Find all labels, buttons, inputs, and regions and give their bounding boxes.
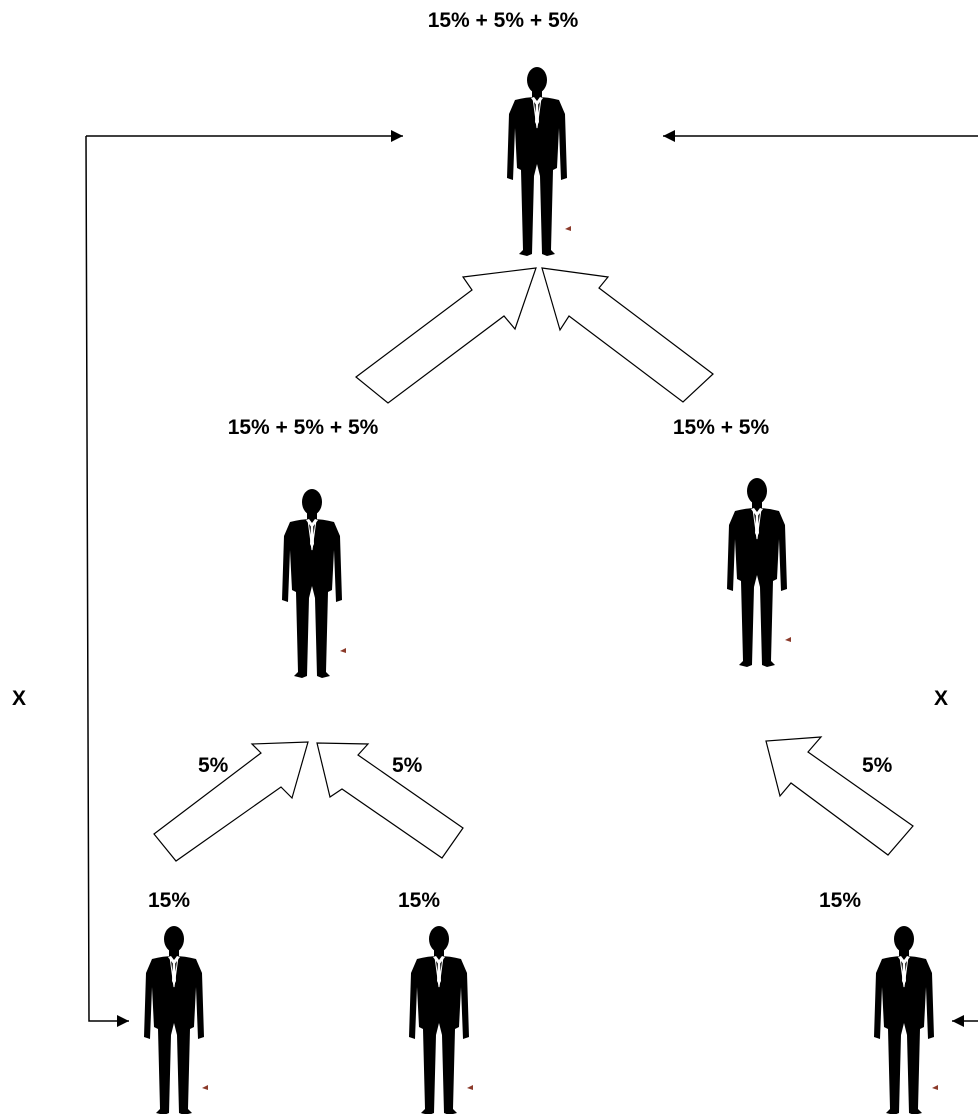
mid-right-person-label: 15% + 5%	[672, 416, 770, 439]
businessman-silhouette-icon	[143, 925, 209, 1114]
businessman-silhouette-icon	[281, 488, 347, 679]
block-arrow-icon	[765, 736, 914, 856]
top-person-label: 15% + 5% + 5%	[427, 9, 579, 32]
block-arrow-icon	[355, 267, 537, 404]
businessman-silhouette-icon	[873, 925, 939, 1114]
block-arrow-icon	[316, 742, 464, 859]
connector-arrow-icon	[85, 135, 129, 1027]
arrow-bottom-left-left-label: 5%	[198, 754, 229, 777]
businessman-silhouette-icon	[408, 925, 474, 1114]
arrow-bottom-right-label: 5%	[862, 754, 893, 777]
businessman-silhouette-icon	[726, 477, 792, 668]
bottom-c-person-label: 15%	[818, 889, 862, 912]
bottom-a-person-label: 15%	[147, 889, 191, 912]
arrow-bottom-left-right-label: 5%	[392, 754, 423, 777]
block-arrow-icon	[541, 267, 714, 403]
block-arrow-icon	[153, 741, 309, 862]
businessman-silhouette-icon	[506, 66, 572, 257]
x-right-label: X	[934, 687, 949, 710]
bottom-b-person-label: 15%	[397, 889, 441, 912]
mid-left-person-label: 15% + 5% + 5%	[227, 416, 379, 439]
x-left-label: X	[12, 687, 27, 710]
